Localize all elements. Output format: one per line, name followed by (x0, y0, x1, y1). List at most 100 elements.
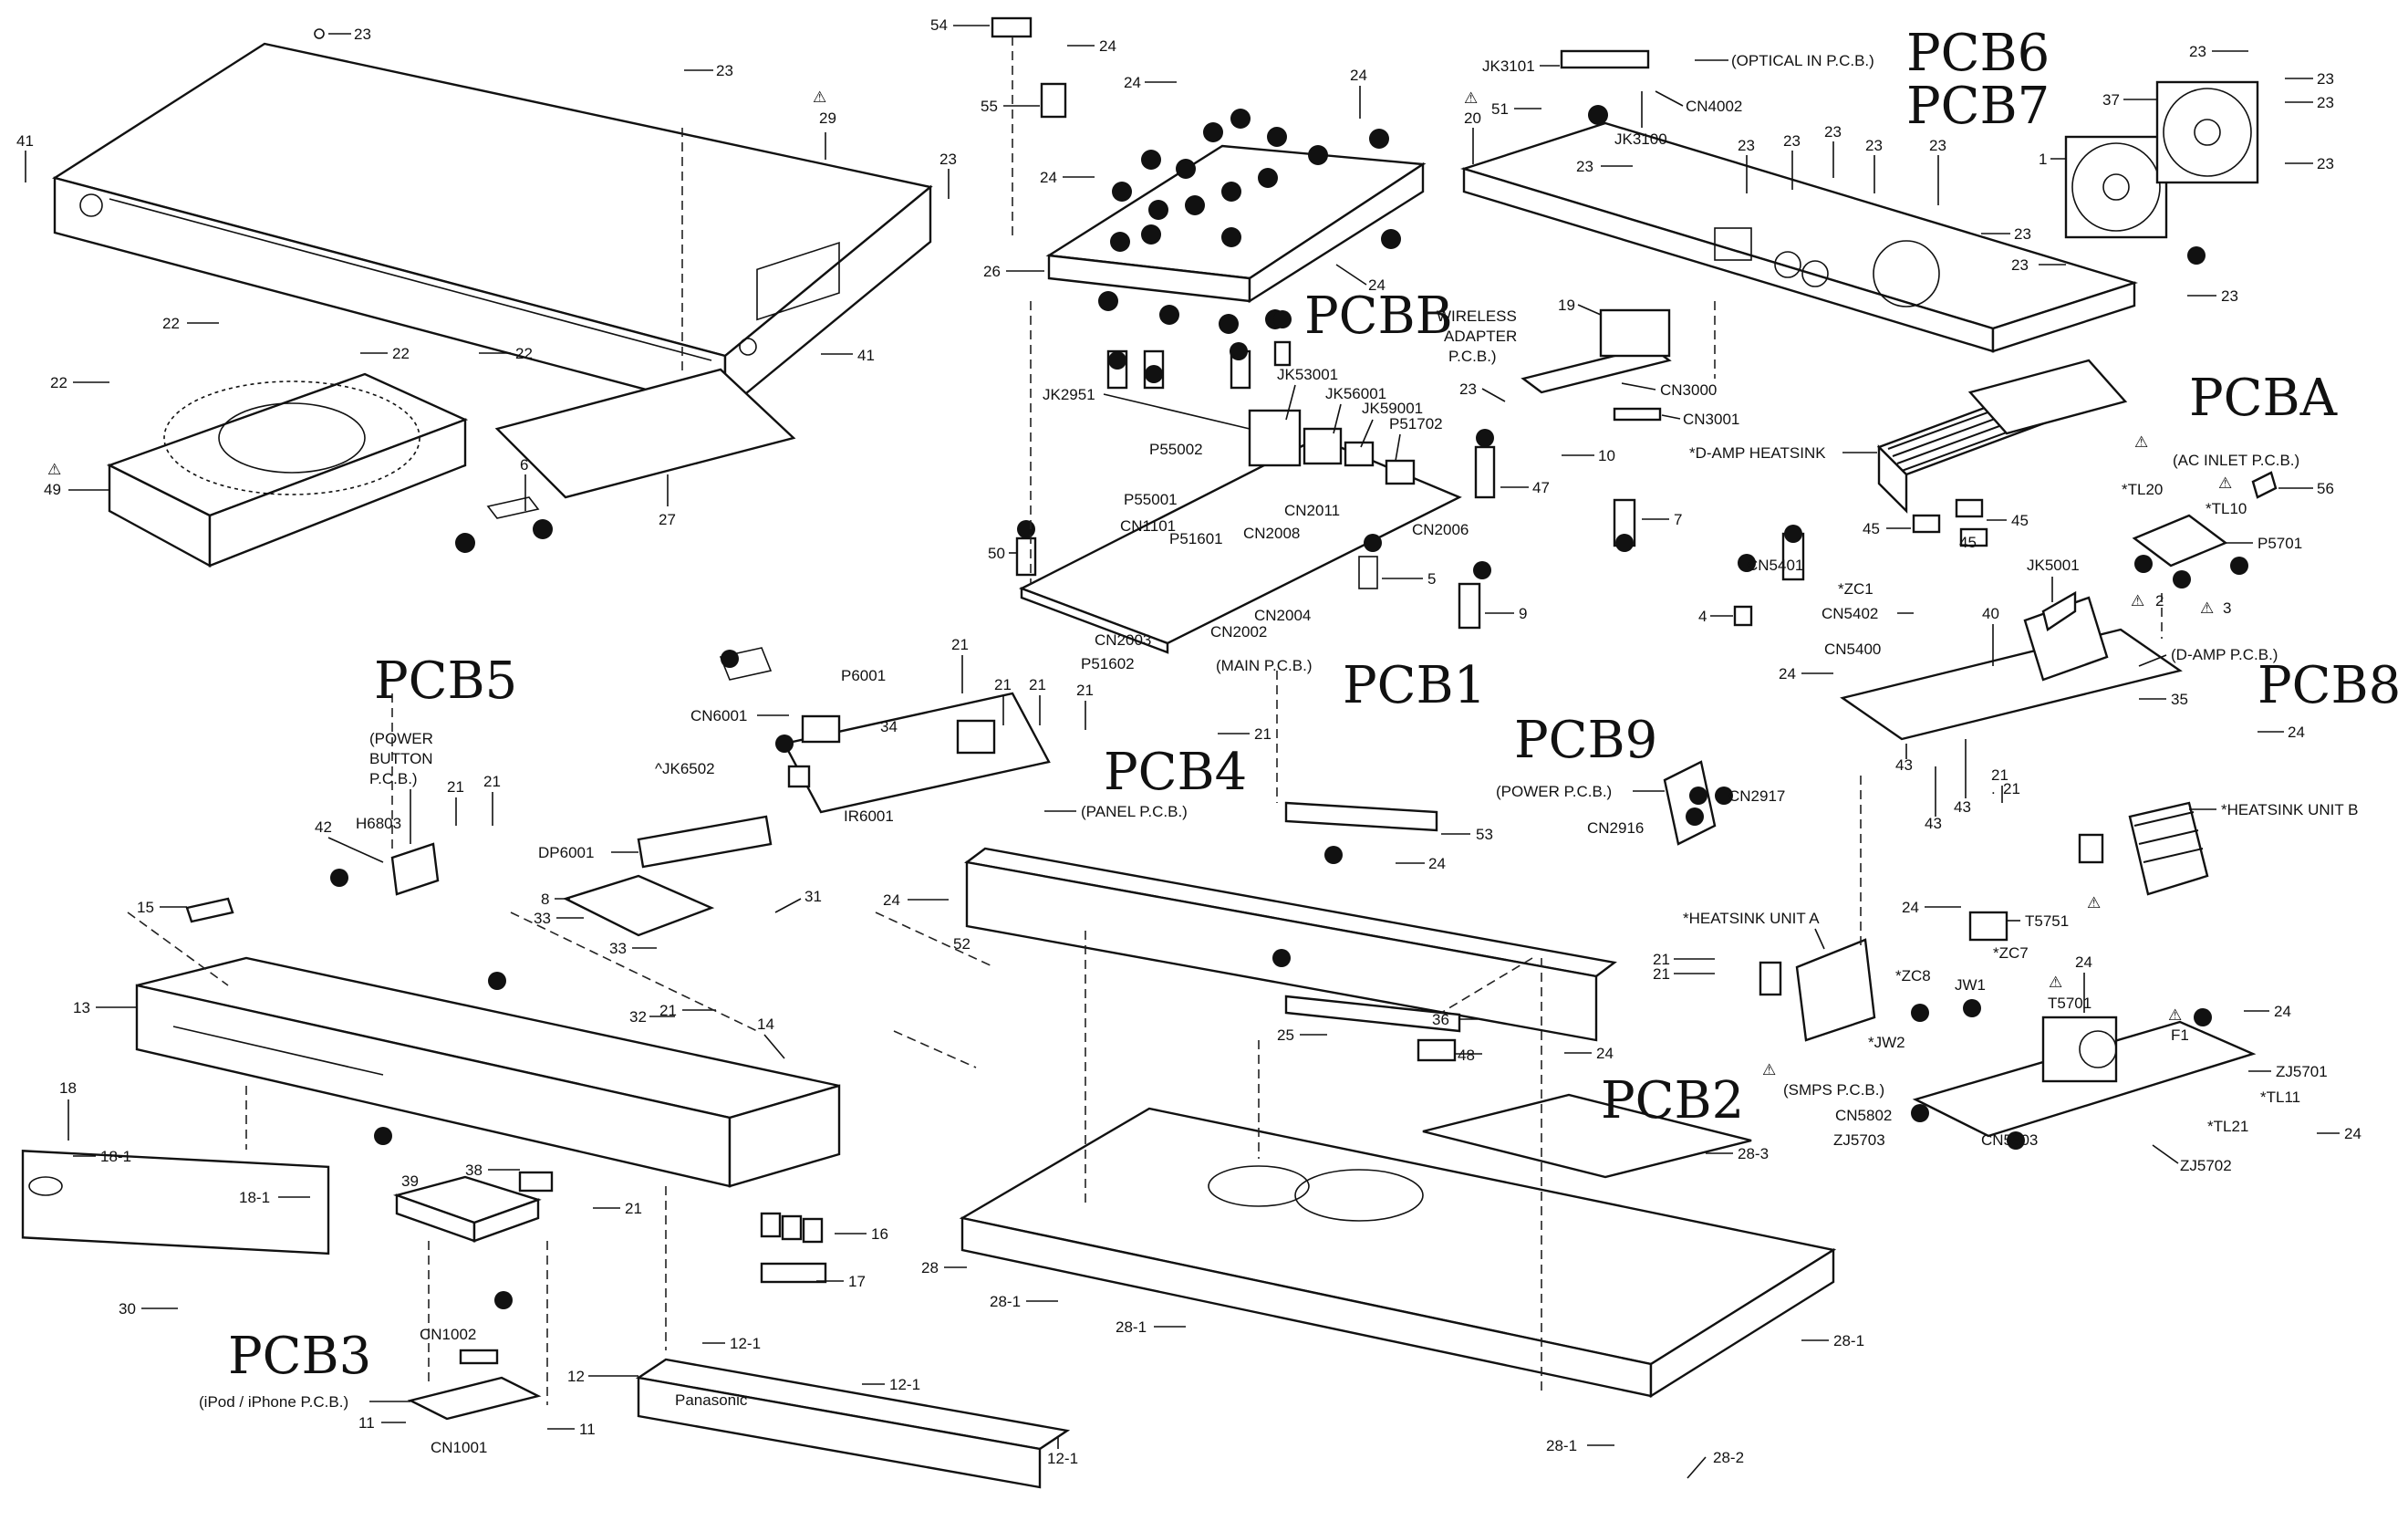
handwritten-pcb1: PCB1 (1343, 656, 1486, 715)
label-23: 23 (939, 151, 957, 168)
rear-panel-screws: 23 23 23 23 23 23 23 23 23 (1576, 123, 2238, 305)
label-2: 2 (2155, 592, 2164, 609)
label-power-pcb: (POWER P.C.B.) (1496, 783, 1612, 800)
handwritten-pcb4: PCB4 (1104, 743, 1247, 802)
label-31: 31 (804, 888, 822, 905)
heatsink-unit-b: *HEATSINK UNIT B 21 . (1991, 766, 2359, 896)
label-wireless: WIRELESS (1437, 307, 1517, 325)
label-cn1001: CN1001 (431, 1439, 487, 1456)
label-23: 23 (2189, 43, 2206, 60)
label-cn2002: CN2002 (1210, 623, 1267, 641)
label-33: 33 (609, 940, 627, 957)
label-f1: F1 (2171, 1026, 2189, 1044)
label-p55002: P55002 (1149, 441, 1203, 458)
label-8: 8 (541, 891, 549, 908)
label-p55001: P55001 (1124, 491, 1178, 508)
label-1: 1 (2039, 151, 2047, 168)
label-cn5802: CN5802 (1835, 1107, 1892, 1124)
optical-in-pcb-labels: JK3101 (OPTICAL IN P.C.B.) CN4002 51 JK3… (1482, 49, 1874, 148)
label-ac-inlet-pcb: (AC INLET P.C.B.) (2173, 452, 2299, 469)
label-24: 24 (2274, 1003, 2291, 1020)
label-28: 28 (921, 1259, 939, 1276)
label-cn5803: CN5803 (1981, 1131, 2038, 1149)
handwritten-annotations: PCB6 PCB7 PCBB PCBA PCB5 PCB1 PCB4 PCB9 … (228, 24, 2401, 1386)
label-22: 22 (515, 345, 533, 362)
svg-text:⚠: ⚠ (2134, 433, 2148, 451)
label-tl21: *TL21 (2207, 1118, 2248, 1135)
label-jw1: JW1 (1955, 976, 1986, 994)
smps-pcb: T5751 ⚠ 24 *ZC7 *ZC8 JW1 24 T5701 ⚠ 24 F… (1762, 894, 2361, 1174)
label-zj5701: ZJ5701 (2276, 1063, 2328, 1080)
label-cn3000: CN3000 (1660, 381, 1717, 399)
label-21: 21 (2003, 780, 2020, 797)
label-cn4002: CN4002 (1686, 98, 1742, 115)
label-23: 23 (2221, 287, 2238, 305)
label-14: 14 (757, 1016, 774, 1033)
label-tl11: *TL11 (2260, 1089, 2300, 1106)
label-7: 7 (1674, 511, 1682, 528)
label-t5751: T5751 (2025, 912, 2069, 930)
label-21: 21 (994, 676, 1012, 693)
label-41: 41 (16, 132, 34, 150)
handwritten-pcba: PCBA (2189, 369, 2338, 428)
brand-logo-text: Panasonic (675, 1391, 748, 1409)
label-23: 23 (1738, 137, 1755, 154)
label-43: 43 (1895, 756, 1913, 774)
label-21: 21 (1076, 682, 1094, 699)
svg-text:⚠: ⚠ (1464, 89, 1478, 107)
label-21: 21 (483, 773, 501, 790)
label-11: 11 (358, 1414, 375, 1432)
label-10: 10 (1598, 447, 1615, 464)
svg-text:⚠: ⚠ (2087, 894, 2101, 912)
label-26: 26 (983, 263, 1001, 280)
panel-pcb: P6001 34 CN6001 21 21 21 21 21 ^JK6502 I… (655, 636, 1271, 825)
explosion-guides (127, 301, 2163, 1405)
label-cn6001: CN6001 (690, 707, 747, 724)
label-jk3101: JK3101 (1482, 57, 1535, 75)
label-h6803: H6803 (356, 815, 401, 832)
label-18-1: 18-1 (239, 1189, 270, 1206)
heatsink-clips: 45 45 45 (1863, 498, 2029, 551)
label-19: 19 (1558, 297, 1575, 314)
label-heatsink-unit-a: *HEATSINK UNIT A (1683, 910, 1820, 927)
label-23: 23 (716, 62, 733, 79)
label-power-button: (POWER (369, 730, 433, 747)
label-24: 24 (2344, 1125, 2361, 1142)
label-23: 23 (2317, 155, 2334, 172)
label-jk5001: JK5001 (2027, 557, 2080, 574)
label-28-1: 28-1 (1546, 1437, 1577, 1454)
label-dp6001: DP6001 (538, 844, 594, 861)
d-amp-heatsink: *D-AMP HEATSINK (1689, 359, 2128, 514)
label-heatsink-unit-b: *HEATSINK UNIT B (2221, 801, 2359, 818)
front-panel: 13 21 32 14 (73, 956, 841, 1188)
label-47: 47 (1532, 479, 1550, 496)
label-21: 21 (447, 778, 464, 796)
svg-text:⚠: ⚠ (47, 461, 61, 478)
chassis: 28 28-1 28-1 28-1 28-1 28-2 28-3 (921, 1093, 1864, 1479)
label-40: 40 (1982, 605, 1999, 622)
label-24: 24 (1124, 74, 1141, 91)
handwritten-pcb9: PCB9 (1514, 711, 1657, 770)
label-jw2: *JW2 (1868, 1034, 1905, 1051)
label-jk6502: ^JK6502 (655, 760, 715, 777)
label-21: 21 (659, 1002, 677, 1019)
handwritten-pcb6: PCB6 (1906, 24, 2050, 83)
label-21: 21 (1029, 676, 1046, 693)
label-21: 21 (1254, 725, 1271, 743)
label-35: 35 (2171, 691, 2188, 708)
svg-text:⚠: ⚠ (2049, 974, 2062, 991)
label-43: 43 (1954, 798, 1971, 816)
svg-text:⚠: ⚠ (2168, 1006, 2182, 1024)
label-23: 23 (2317, 94, 2334, 111)
label-50: 50 (988, 545, 1005, 562)
label-56: 56 (2317, 480, 2334, 497)
top-cover (52, 42, 933, 413)
label-48: 48 (1458, 1047, 1475, 1064)
power-pcb: (POWER P.C.B.) CN2917 CN2916 (1496, 760, 1785, 846)
label-p5701: P5701 (2258, 535, 2302, 552)
label-21: 21 (951, 636, 969, 653)
jack-parts (760, 1212, 827, 1284)
label-16: 16 (871, 1225, 888, 1243)
label-d-amp-heatsink: *D-AMP HEATSINK (1689, 444, 1826, 462)
label-23: 23 (1576, 158, 1593, 175)
